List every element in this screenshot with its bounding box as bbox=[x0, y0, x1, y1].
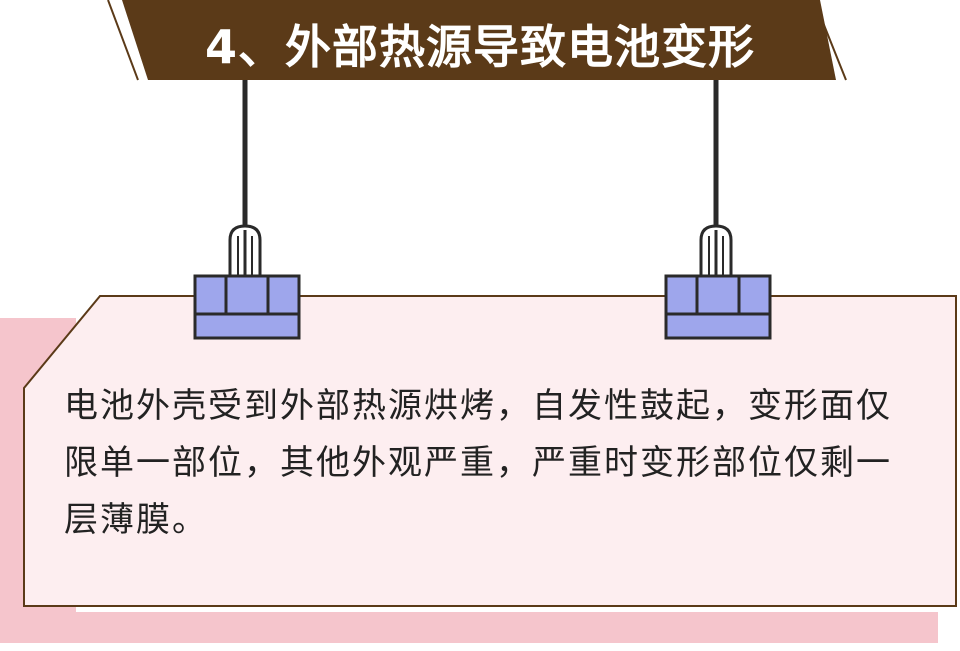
note-card bbox=[23, 295, 957, 607]
hook-right bbox=[699, 224, 733, 276]
hook-left bbox=[228, 224, 262, 276]
clip-left bbox=[193, 274, 301, 340]
card-body-text: 电池外壳受到外部热源烘烤，自发性鼓起，变形面仅限单一部位，其他外观严重，严重时变… bbox=[64, 386, 892, 540]
title-banner bbox=[122, 0, 836, 80]
card-back-right bbox=[900, 612, 938, 643]
banner-title: 4、外部热源导致电池变形 bbox=[204, 20, 755, 74]
banner-line-left bbox=[107, 0, 139, 81]
clip-right bbox=[664, 274, 772, 340]
